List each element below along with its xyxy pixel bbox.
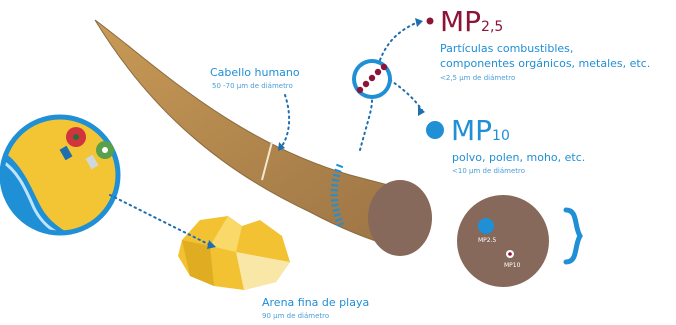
mp10-ring — [330, 163, 346, 230]
mp10-desc: polvo, polen, moho, etc. — [452, 151, 586, 164]
hair-cross-section — [368, 180, 432, 256]
hair-size: 50 -70 µm de diámetro — [212, 82, 293, 90]
beach-to-sand-arrow — [109, 194, 211, 246]
hair-cuticle-line — [261, 141, 273, 181]
beach-illustration — [0, 114, 121, 236]
mp10-title: MP10 — [451, 114, 510, 147]
sand-size: 90 µm de diámetro — [262, 312, 330, 320]
mp10-bullet-icon — [426, 121, 444, 139]
mp25-title: MP2,5 — [440, 5, 504, 38]
mp25-up-arrow — [379, 21, 419, 61]
inset-mp25-label: MP2.5 — [478, 237, 497, 244]
beach-umbrella-green-icon — [96, 141, 114, 159]
mp25-to-mp10-arrow — [389, 79, 423, 111]
sand-label: Arena fina de playa — [262, 296, 370, 309]
mp25-size: <2,5 µm de diámetro — [440, 74, 516, 82]
mp25-magnifier — [352, 59, 392, 99]
mp25-desc-line2: componentes orgánicos, metales, etc. — [440, 57, 651, 70]
beach-towel-icon — [59, 145, 73, 161]
inset-mp10-label: MP10 — [504, 262, 521, 269]
mp25-desc-line1: Partículas combustibles, — [440, 42, 574, 55]
size-comparison-inset — [457, 195, 549, 287]
mp25-bullet-icon — [426, 17, 434, 25]
hair-to-mp25-arrow — [359, 99, 373, 151]
hair-label: Cabello humano — [210, 66, 300, 79]
sand-grain — [178, 216, 290, 290]
beach-umbrella-red-icon — [66, 127, 86, 147]
hair-label-arrow — [281, 94, 291, 147]
brace-icon — [563, 207, 583, 265]
mp10-size: <10 µm de diámetro — [452, 167, 526, 175]
beach-chair-icon — [85, 154, 99, 170]
hair-strand — [94, 19, 432, 256]
